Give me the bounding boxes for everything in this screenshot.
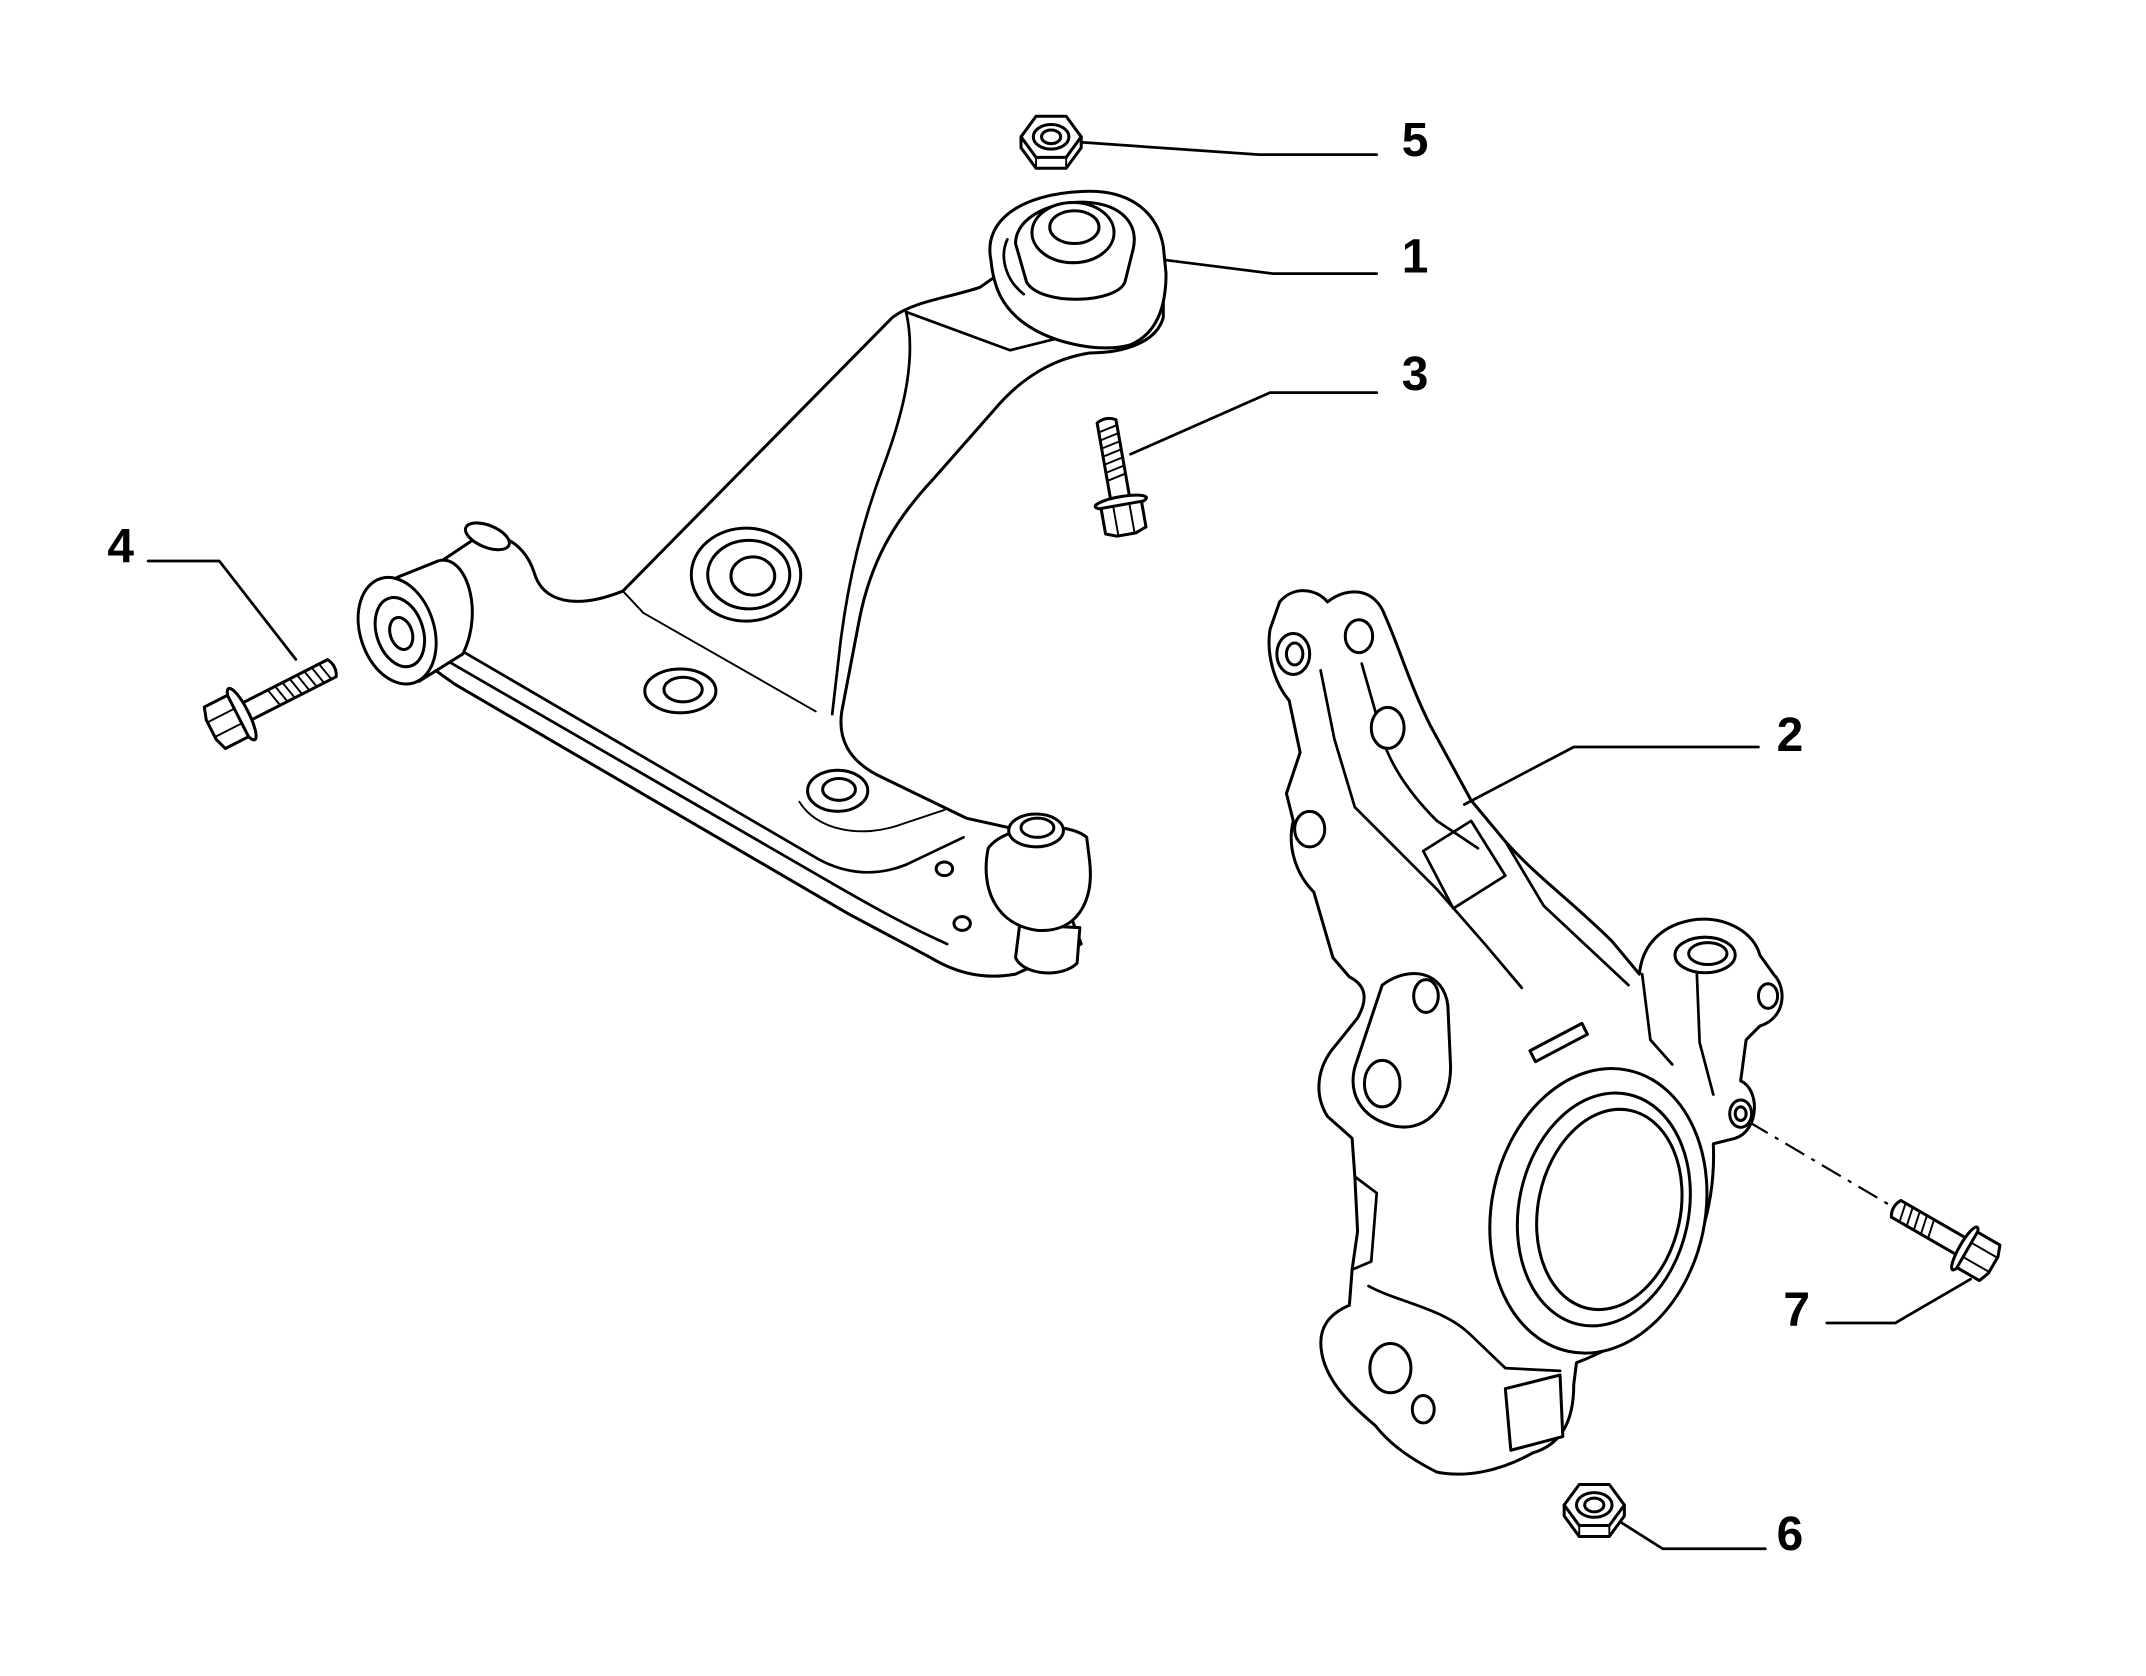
bolt-head	[1955, 1230, 2002, 1283]
steering-arm-eye-inner	[1687, 941, 1729, 967]
leader-line-6	[1620, 1521, 1767, 1551]
nut-bore	[1583, 1496, 1606, 1514]
arm-flange-edge	[442, 638, 965, 874]
callout-label-3: 3	[1402, 348, 1429, 401]
arm-rib-line	[621, 590, 817, 713]
ball-joint-top-inner	[1019, 816, 1056, 839]
callout-label-6: 6	[1777, 1508, 1804, 1561]
arm-hole-lower-inner	[821, 776, 857, 802]
arm-lower-flange-line	[434, 652, 949, 946]
leader-line-4	[146, 559, 298, 661]
control-arm-body	[409, 266, 1165, 978]
ball-joint	[984, 812, 1092, 975]
rear-bushing-bore	[1048, 209, 1101, 246]
arm-small-hole-a	[934, 860, 955, 878]
steering-knuckle	[1267, 589, 1784, 1476]
front-bushing-bore	[388, 615, 415, 651]
arm-plate-outline	[798, 800, 946, 833]
front-bushing	[356, 558, 474, 686]
front-boss-top	[463, 521, 511, 552]
knuckle-hole-arm-small	[1756, 982, 1780, 1010]
bolt-threads	[266, 663, 333, 707]
knuckle-sensor-hole-inner	[1733, 1105, 1748, 1123]
rear-bushing-edge	[1002, 238, 1026, 296]
bolt-head	[1099, 499, 1148, 538]
leader-line-3	[1129, 391, 1379, 456]
leader-line-2	[1462, 745, 1760, 806]
knuckle-lower-hole-large	[1368, 1342, 1413, 1395]
leader-line-7	[1825, 1277, 1972, 1325]
control-arm	[356, 189, 1168, 978]
bolt-shaft	[1095, 416, 1132, 502]
nut-6	[1562, 1482, 1626, 1538]
leader-line-1	[1163, 258, 1379, 276]
strut-hole-a-inner	[1284, 641, 1305, 667]
knuckle-lower-hole-small	[1410, 1394, 1436, 1425]
callout-label-4: 4	[107, 520, 134, 573]
knuckle-side-face	[1350, 1175, 1379, 1272]
callout-label-5: 5	[1402, 114, 1429, 167]
assembly-axis-line	[1748, 1120, 1894, 1208]
bolt-head	[202, 693, 251, 751]
bolt-7	[1889, 1198, 2002, 1283]
knuckle-slot	[1528, 1021, 1589, 1064]
leader-lines	[146, 140, 1972, 1551]
arm-inner-ridge	[830, 310, 912, 716]
knuckle-steering-arm-edge	[1640, 972, 1715, 1096]
knuckle-lower-pad	[1503, 1373, 1565, 1452]
bolt-threads	[1898, 1202, 1936, 1240]
knuckle-stud	[1369, 705, 1406, 750]
rear-bushing	[988, 189, 1168, 350]
hub-bore-inner	[1535, 1107, 1684, 1312]
nut-bore	[1040, 128, 1063, 146]
strut-hole-b	[1343, 618, 1375, 655]
knuckle-strut-edge-a	[1319, 669, 1524, 990]
bolt-shaft	[1889, 1198, 1968, 1257]
callout-label-7: 7	[1783, 1284, 1810, 1337]
callouts: 1 2 3 4 5 6 7	[107, 114, 1810, 1561]
arm-large-hole-inner	[729, 555, 777, 597]
bolt-head-facets	[1112, 502, 1136, 537]
knuckle-boss-hole-large	[1362, 1058, 1402, 1109]
bolt-threads	[1097, 424, 1127, 482]
knuckle-flat-pad	[1421, 819, 1507, 910]
bolt-shaft	[239, 658, 338, 723]
arm-hole-middle-inner	[662, 675, 704, 704]
arm-small-hole-b	[952, 915, 972, 932]
callout-label-1: 1	[1402, 230, 1429, 283]
callout-label-2: 2	[1777, 709, 1804, 762]
knuckle-boss-hole-small	[1412, 978, 1440, 1014]
bolt-head-facets	[1962, 1241, 1999, 1273]
ball-joint-stud	[1014, 923, 1082, 975]
knuckle-lower-web	[1367, 1284, 1562, 1373]
bolt-4	[202, 658, 338, 751]
knuckle-upper-web	[1503, 840, 1630, 987]
nut-5	[1019, 114, 1083, 170]
knuckle-hole-left	[1293, 809, 1327, 849]
leader-line-5	[1079, 140, 1379, 156]
bolt-3	[1093, 416, 1148, 538]
bolt-head-facets	[206, 707, 243, 738]
knuckle-body	[1267, 589, 1784, 1476]
